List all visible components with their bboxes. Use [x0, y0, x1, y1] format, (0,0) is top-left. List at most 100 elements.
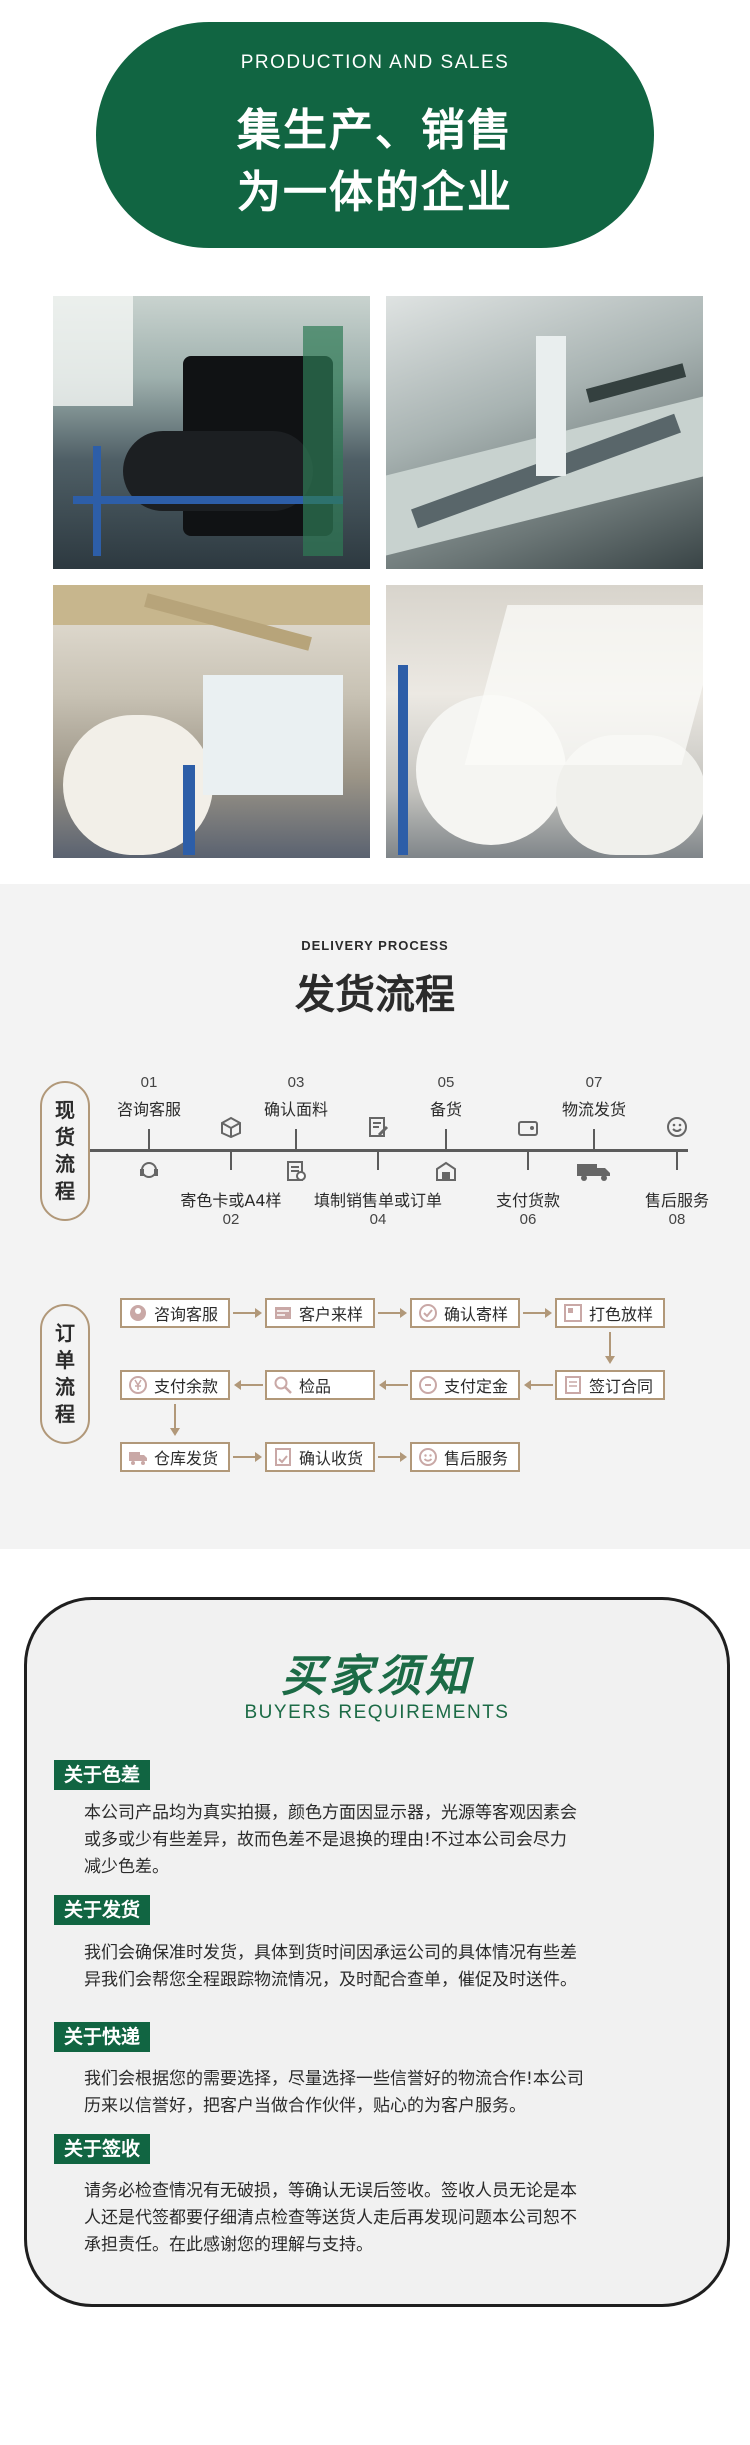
delivery-process-section: DELIVERY PROCESS 发货流程 现 货 流 程 01 咨询客服 寄色… — [0, 884, 750, 1549]
order-step-box: 确认寄样 — [410, 1298, 520, 1328]
truck-icon — [129, 1452, 147, 1465]
order-step-label: 签订合同 — [589, 1377, 654, 1396]
magnifier-icon — [274, 1376, 292, 1394]
text-line: 减少色差。 — [84, 1857, 169, 1877]
order-step-box: 签订合同 — [555, 1370, 665, 1400]
arrow-right-icon — [378, 1308, 407, 1318]
order-flow-label: 订 单 流 程 — [40, 1304, 90, 1444]
factory-photo-white-rolls — [53, 585, 370, 858]
timeline-number: 07 — [585, 1074, 603, 1091]
timeline-label: 售后服务 — [644, 1191, 710, 1210]
timeline-tick — [676, 1150, 678, 1170]
stock-flow-char: 流 — [55, 1152, 75, 1176]
section-text-courier: 我们会根据您的需要选择，尽量选择一些信誉好的物流合作!本公司 历来以信誉好，把客… — [84, 2066, 704, 2120]
contract-icon — [565, 1376, 581, 1394]
arrow-down-icon — [605, 1332, 615, 1364]
stock-flow-label: 现 货 流 程 — [40, 1081, 90, 1221]
order-flow-char: 程 — [55, 1402, 75, 1426]
timeline-label: 咨询客服 — [116, 1100, 182, 1119]
stock-flow-char: 货 — [55, 1125, 75, 1149]
timeline-tick — [295, 1129, 297, 1149]
timeline-tick — [230, 1150, 232, 1170]
timeline-number: 04 — [369, 1211, 387, 1228]
order-flow-char: 单 — [55, 1348, 75, 1372]
arrow-left-icon — [524, 1380, 553, 1390]
factory-photo-coating-line — [386, 296, 703, 569]
text-line: 请务必检查情况有无破损，等确认无误后签收。签收人员无论是本 — [84, 2181, 577, 2201]
hero-banner: PRODUCTION AND SALES 集生产、销售 为一体的企业 — [96, 22, 654, 248]
timeline-label: 确认面料 — [263, 1100, 329, 1119]
timeline-tick — [148, 1129, 150, 1149]
warehouse-icon — [436, 1161, 456, 1181]
timeline-label: 填制销售单或订单 — [313, 1191, 443, 1210]
order-step-label: 支付余款 — [154, 1377, 219, 1396]
wallet-icon — [518, 1121, 538, 1136]
order-step-box: 客户来样 — [265, 1298, 375, 1328]
timeline-number: 06 — [519, 1211, 537, 1228]
timeline-label: 物流发货 — [561, 1100, 627, 1119]
package-icon — [221, 1116, 241, 1138]
section-tag-courier: 关于快递 — [54, 2022, 151, 2052]
checklist-icon — [287, 1161, 306, 1181]
hero-title-line2: 为一体的企业 — [237, 167, 513, 218]
order-step-label: 确认寄样 — [444, 1305, 509, 1324]
timeline-tick — [445, 1129, 447, 1149]
yen-icon — [129, 1376, 147, 1394]
buyers-subtitle: BUYERS REQUIREMENTS — [244, 1702, 510, 1723]
factory-photo-calender-roll — [53, 296, 370, 569]
hero-title-line1: 集生产、销售 — [237, 105, 513, 156]
section-text-shipping: 我们会确保准时发货，具体到货时间因承运公司的具体情况有些差 异我们会帮您全程跟踪… — [84, 1940, 704, 1994]
section-tag-shipping: 关于发货 — [54, 1895, 151, 1925]
order-step-box: 打色放样 — [555, 1298, 665, 1328]
text-line: 异我们会帮您全程跟踪物流情况，及时配合查单，催促及时送件。 — [84, 1970, 577, 1990]
timeline-number: 03 — [287, 1074, 305, 1091]
order-step-box: 支付余款 — [120, 1370, 230, 1400]
section-tag-signing: 关于签收 — [54, 2134, 151, 2164]
order-step-label: 咨询客服 — [154, 1305, 219, 1324]
receipt-icon — [275, 1448, 291, 1466]
arrow-down-icon — [170, 1404, 180, 1436]
timeline-number: 02 — [222, 1211, 240, 1228]
timeline-tick — [593, 1129, 595, 1149]
order-step-label: 检品 — [299, 1377, 332, 1396]
arrow-right-icon — [523, 1308, 552, 1318]
text-line: 我们会确保准时发货，具体到货时间因承运公司的具体情况有些差 — [84, 1943, 577, 1963]
arrow-left-icon — [379, 1380, 408, 1390]
order-step-box: 售后服务 — [410, 1442, 520, 1472]
arrow-right-icon — [233, 1452, 262, 1462]
order-step-box: 仓库发货 — [120, 1442, 230, 1472]
text-line: 承担责任。在此感谢您的理解与支持。 — [84, 2235, 373, 2255]
order-step-box: 咨询客服 — [120, 1298, 230, 1328]
headset-icon — [130, 1305, 146, 1321]
check-circle-icon — [419, 1304, 437, 1322]
timeline-number: 01 — [140, 1074, 158, 1091]
palette-icon — [564, 1304, 582, 1322]
smile-icon — [667, 1117, 687, 1137]
timeline-number: 05 — [437, 1074, 455, 1091]
timeline-label: 寄色卡或A4样 — [180, 1191, 282, 1210]
timeline-label: 备货 — [429, 1100, 463, 1119]
headset-icon — [140, 1162, 158, 1178]
text-line: 人还是代签都要仔细清点检查等送货人走后再发现问题本公司恕不 — [84, 2208, 577, 2228]
order-step-label: 客户来样 — [299, 1305, 364, 1324]
hero-subtitle: PRODUCTION AND SALES — [240, 52, 510, 73]
timeline-tick — [377, 1150, 379, 1170]
timeline-label: 支付货款 — [495, 1191, 561, 1210]
text-line: 本公司产品均为真实拍摄，颜色方面因显示器，光源等客观因素会 — [84, 1803, 577, 1823]
buyers-title: 买家须知 — [281, 1651, 473, 1702]
deposit-icon — [419, 1376, 437, 1394]
factory-photo-film-sheet — [386, 585, 703, 858]
timeline-tick — [527, 1150, 529, 1170]
order-step-box: 确认收货 — [265, 1442, 375, 1472]
delivery-subtitle: DELIVERY PROCESS — [301, 938, 449, 953]
arrow-right-icon — [378, 1452, 407, 1462]
text-line: 我们会根据您的需要选择，尽量选择一些信誉好的物流合作!本公司 — [84, 2069, 584, 2089]
text-line: 历来以信誉好，把客户当做合作伙伴，贴心的为客户服务。 — [84, 2096, 526, 2116]
stock-flow-char: 现 — [55, 1098, 75, 1122]
buyers-requirements-panel: 买家须知 BUYERS REQUIREMENTS 关于色差 本公司产品均为真实拍… — [24, 1597, 730, 2307]
text-line: 或多或少有些差异，故而色差不是退换的理由!不过本公司会尽力 — [84, 1830, 567, 1850]
order-step-label: 售后服务 — [444, 1449, 509, 1468]
order-step-box: 检品 — [265, 1370, 375, 1400]
section-text-color-difference: 本公司产品均为真实拍摄，颜色方面因显示器，光源等客观因素会 或多或少有些差异，故… — [84, 1800, 704, 1881]
order-step-label: 支付定金 — [444, 1377, 509, 1396]
